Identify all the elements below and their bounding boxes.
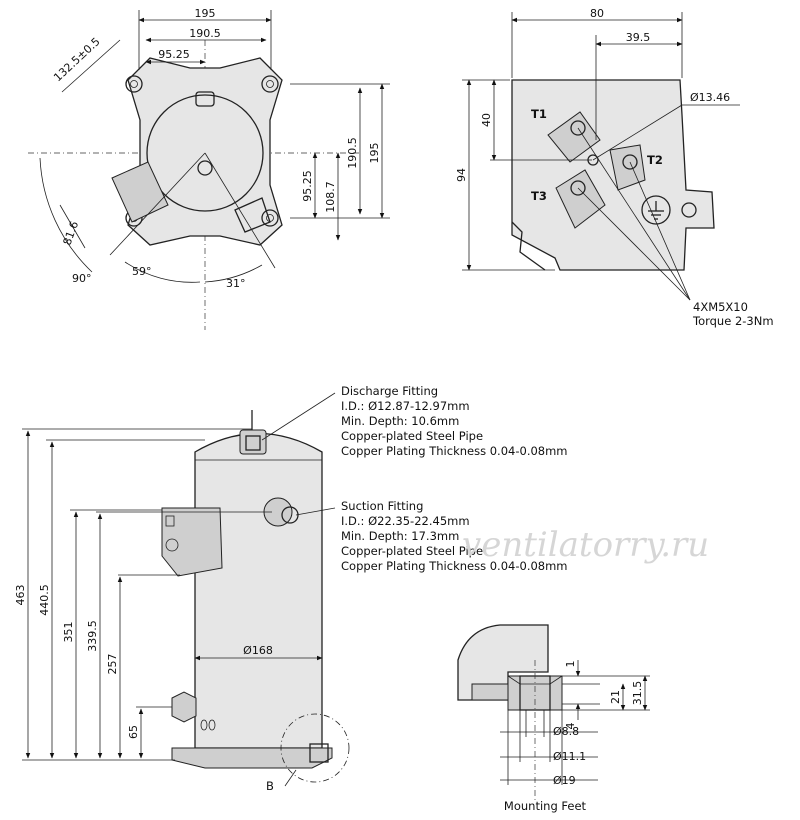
watermark: ventilatorry.ru <box>462 525 709 565</box>
dim-line-132-5 <box>61 39 121 93</box>
dim-190-5-right: 190.5 <box>346 137 359 169</box>
dim-81-6: 81.6 <box>61 220 82 247</box>
dim-257: 257 <box>106 654 119 675</box>
terminal-plug-t1 <box>547 111 601 163</box>
leader-screw-3 <box>577 187 691 301</box>
detail-b-label: B <box>266 779 274 793</box>
leader-screw-1 <box>577 127 691 301</box>
dim-339-5: 339.5 <box>86 620 99 652</box>
suction-id: I.D.: Ø22.35-22.45mm <box>341 514 470 528</box>
oil-equalizer-fitting <box>171 691 197 723</box>
dim-21: 21 <box>609 690 622 704</box>
detail-b-circle <box>280 713 350 783</box>
discharge-port-top <box>195 91 215 107</box>
leader-13-46 <box>592 104 683 161</box>
dim-168: Ø168 <box>243 644 273 657</box>
dim-13-46: Ø13.46 <box>690 91 730 104</box>
dim-4: 4 <box>564 723 577 730</box>
dim-line-81-6 <box>59 204 86 249</box>
dim-11-1: Ø11.1 <box>553 750 586 763</box>
arc-31 <box>204 264 263 283</box>
terminal-plug-t2 <box>609 144 646 191</box>
side-base-plate <box>171 747 333 769</box>
mounting-bolts <box>125 75 279 227</box>
angle-90: 90° <box>72 272 92 285</box>
discharge-material: Copper-plated Steel Pipe <box>341 429 483 443</box>
screw-note-line2: Torque 2-3Nm <box>692 314 774 328</box>
dim-1: 1 <box>564 661 577 668</box>
discharge-title: Discharge Fitting <box>341 384 438 398</box>
mounting-feet-title: Mounting Feet <box>504 799 587 813</box>
angle-59: 59° <box>132 265 152 278</box>
label-t2: T2 <box>647 153 663 167</box>
mounting-feet-detail: 1 21 31.5 4 Ø8.8 Ø11.1 Ø19 Mounting Feet <box>457 624 650 813</box>
angle-31: 31° <box>226 277 246 290</box>
discharge-leader <box>261 392 336 441</box>
top-suction-stub <box>234 197 271 233</box>
leader-screw-2 <box>629 161 691 301</box>
suction-depth: Min. Depth: 17.3mm <box>341 529 459 543</box>
dim-132-5: 132.5±0.5 <box>51 35 102 84</box>
discharge-depth: Min. Depth: 10.6mm <box>341 414 459 428</box>
rotalock-hole <box>200 719 208 731</box>
suction-plating: Copper Plating Thickness 0.04-0.08mm <box>341 559 568 573</box>
dim-95-25-top: 95.25 <box>158 48 190 61</box>
screw-note-line1: 4XM5X10 <box>693 300 748 314</box>
oil-port <box>197 160 213 176</box>
dim-190-5-top: 190.5 <box>189 27 221 40</box>
suction-leader <box>295 507 336 516</box>
discharge-plating: Copper Plating Thickness 0.04-0.08mm <box>341 444 568 458</box>
label-t1: T1 <box>531 107 547 121</box>
arc-90 <box>39 157 93 273</box>
dim-95-25-right: 95.25 <box>301 170 314 202</box>
dim-40: 40 <box>480 113 493 127</box>
side-terminal-box <box>161 507 223 577</box>
terminal-box-lip <box>511 221 546 271</box>
top-terminal-box <box>111 161 169 223</box>
base-plate <box>127 57 283 246</box>
dim-19: Ø19 <box>553 774 576 787</box>
dim-351: 351 <box>62 622 75 643</box>
terminal-plug-t3 <box>555 169 606 229</box>
mounting-grommet <box>309 743 329 763</box>
dim-195-top: 195 <box>195 7 216 20</box>
suction-title: Suction Fitting <box>341 499 423 513</box>
ground-lug-hole <box>681 202 697 218</box>
angle-ray-59 <box>109 152 206 256</box>
shell-body <box>194 432 323 749</box>
dim-195-right: 195 <box>368 143 381 164</box>
dim-8-8: Ø8.8 <box>553 725 579 738</box>
ground-symbol-icon <box>641 195 671 225</box>
top-view: 195 190.5 95.25 132.5±0.5 190.5 195 95.2… <box>28 7 390 330</box>
dim-31-5: 31.5 <box>631 681 644 706</box>
angle-ray-31 <box>204 152 276 269</box>
shell-circle <box>146 94 264 212</box>
dim-94: 94 <box>455 168 468 182</box>
discharge-id: I.D.: Ø12.87-12.97mm <box>341 399 470 413</box>
label-t3: T3 <box>531 189 547 203</box>
dim-80: 80 <box>590 7 604 20</box>
terminal-box-view: T1 T2 T3 80 39.5 94 40 Ø13.46 4XM5X10 To… <box>455 7 774 328</box>
suction-material: Copper-plated Steel Pipe <box>341 544 483 558</box>
arc-59 <box>124 261 201 283</box>
dim-65: 65 <box>127 725 140 739</box>
dim-39-5: 39.5 <box>626 31 651 44</box>
foot-sleeve-top <box>507 675 563 685</box>
detail-b-leader <box>284 769 297 787</box>
dim-440-5: 440.5 <box>38 584 51 616</box>
dim-463: 463 <box>14 585 27 606</box>
dim-108-7: 108.7 <box>324 181 337 213</box>
side-view: B Ø168 463 440.5 351 339.5 257 65 Discha… <box>14 384 568 793</box>
